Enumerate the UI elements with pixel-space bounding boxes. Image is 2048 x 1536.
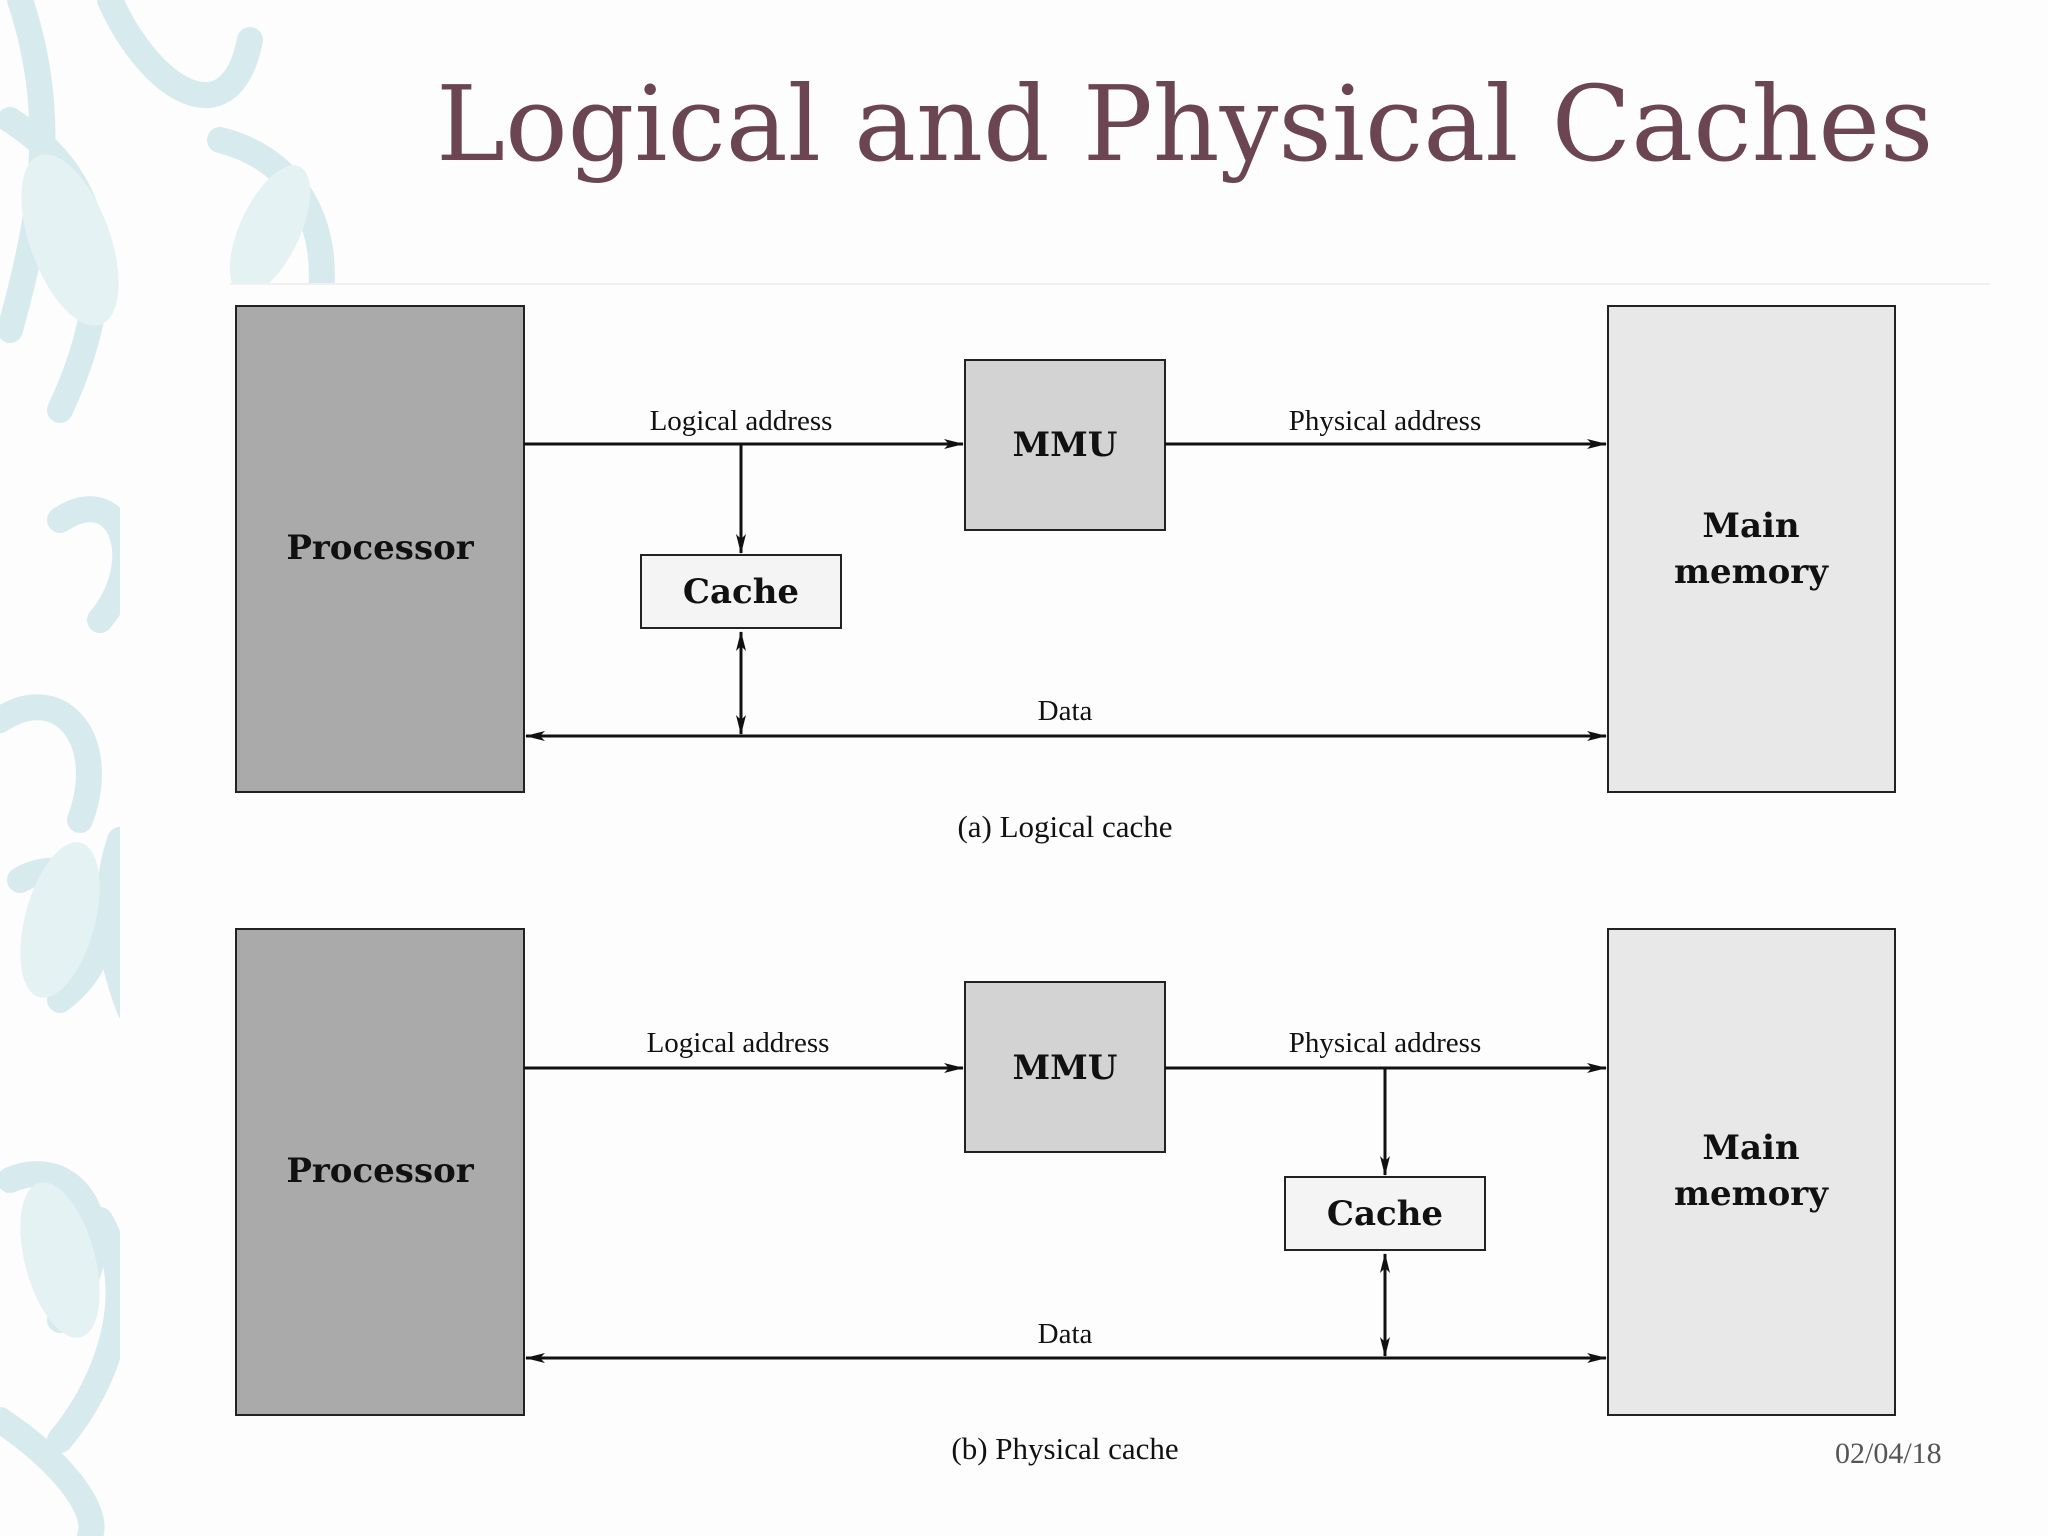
main-memory-label-line1: Main	[1702, 1128, 1799, 1168]
caption-logical-cache: (a) Logical cache	[957, 809, 1172, 844]
title-divider	[230, 283, 1990, 285]
physical-address-label: Physical address	[1289, 405, 1482, 437]
main-memory-label-line1: Main	[1702, 506, 1799, 546]
cache-box	[640, 554, 842, 629]
processor-label: Processor	[286, 528, 474, 568]
processor-box	[235, 928, 525, 1416]
diagram-physical-cache: Processor MMU Main memory Cache Logical …	[235, 928, 1896, 1466]
caption-physical-cache: (b) Physical cache	[951, 1431, 1178, 1466]
main-memory-box	[1607, 928, 1896, 1416]
mmu-label: MMU	[1013, 425, 1118, 465]
slide-title: Logical and Physical Caches	[436, 63, 1934, 185]
main-memory-label-line2: memory	[1674, 552, 1829, 592]
mmu-label: MMU	[1013, 1048, 1118, 1088]
data-label: Data	[1038, 1318, 1093, 1350]
mmu-box	[964, 359, 1166, 531]
main-memory-label-line2: memory	[1674, 1174, 1829, 1214]
processor-box	[235, 305, 525, 793]
slide-date: 02/04/18	[1835, 1437, 1942, 1470]
diagram-logical-cache: Processor MMU Main memory Cache Logical …	[235, 305, 1896, 844]
physical-address-label: Physical address	[1289, 1027, 1482, 1059]
cache-label: Cache	[1327, 1194, 1443, 1234]
main-memory-box	[1607, 305, 1896, 793]
logical-address-label: Logical address	[650, 405, 833, 437]
logical-address-label: Logical address	[647, 1027, 830, 1059]
processor-label: Processor	[286, 1151, 474, 1191]
cache-label: Cache	[683, 572, 799, 612]
data-label: Data	[1038, 695, 1093, 727]
cache-box	[1284, 1176, 1486, 1251]
